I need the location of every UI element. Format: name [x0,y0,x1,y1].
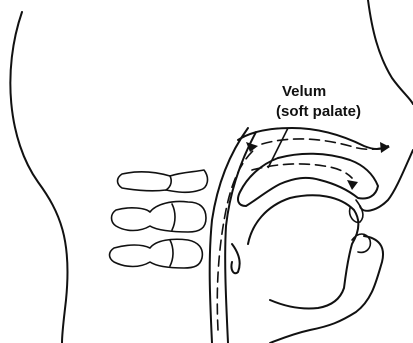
upper-lip [360,150,413,211]
lower-teeth [352,234,370,252]
vertebra-2-body [172,204,175,230]
vertebra-3 [110,239,203,268]
vertebra-1-body [166,176,171,190]
label-pointer [268,128,288,168]
tongue [248,195,358,308]
soft-palate-label: (soft palate) [276,103,361,120]
face-profile [368,0,413,104]
nasal-cavity-roof [238,128,388,149]
cervical-vertebrae [110,170,208,268]
vertebra-1 [118,170,208,192]
airflow-oral [252,164,352,178]
velum-label: Velum [282,83,326,100]
head-outline [10,12,67,343]
pharyngeal-wall-inner [225,132,256,343]
vertebra-2 [112,201,207,232]
hard-palate [278,154,378,199]
arrowhead-oral [347,180,358,190]
arrowhead-nasal [380,142,390,153]
epiglottis [231,244,239,273]
vertebra-3-body [170,240,173,266]
velum [238,158,320,206]
lower-lip-chin [270,236,383,343]
upper-teeth [350,200,363,222]
